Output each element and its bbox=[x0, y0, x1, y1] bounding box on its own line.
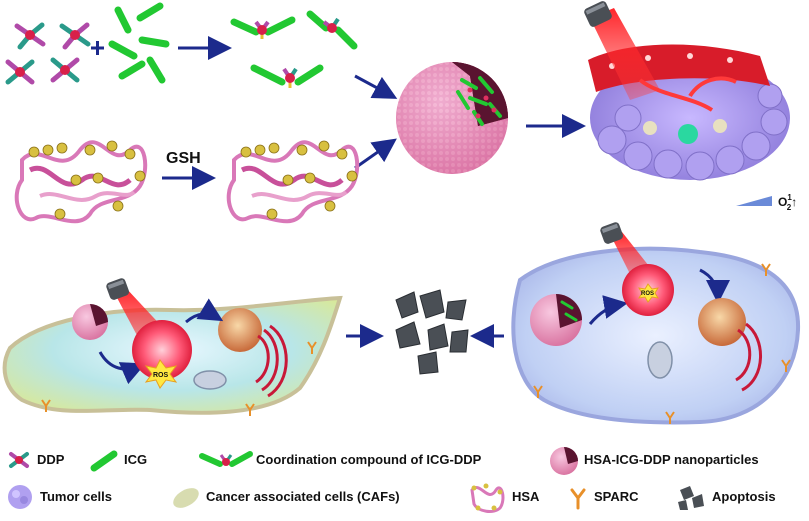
vesicle-glow-left bbox=[132, 320, 192, 380]
nanoparticle-entering-caf bbox=[72, 304, 108, 340]
laser-device-icon bbox=[584, 1, 612, 27]
legend-caf-icon bbox=[173, 488, 199, 508]
legend-coordination-icon bbox=[199, 451, 253, 467]
ddp-molecules bbox=[5, 22, 91, 85]
legend-icg-icon bbox=[90, 450, 118, 472]
legend-ddp-icon bbox=[9, 452, 29, 468]
tumor-nucleus bbox=[698, 298, 746, 346]
arrow-caf-uptake bbox=[98, 351, 146, 385]
legend-hsa-label: HSA bbox=[512, 489, 540, 504]
legend-sparc-label: SPARC bbox=[594, 489, 639, 504]
ros-label-right: ROS bbox=[641, 291, 654, 297]
arrow-top-to-nanoparticle bbox=[354, 74, 398, 99]
legend-sparc-icon bbox=[570, 488, 586, 510]
laser-top bbox=[584, 1, 660, 100]
legend-apoptosis-icon bbox=[678, 486, 704, 510]
arrow-to-nucleus-left bbox=[185, 298, 224, 324]
ros-label-left: ROS bbox=[153, 372, 169, 379]
legend-icg-label: ICG bbox=[124, 452, 148, 467]
ros-burst-icon bbox=[144, 359, 178, 389]
nanoparticle-entering-tumor bbox=[530, 294, 582, 346]
mitochondrion-right bbox=[647, 341, 673, 379]
hsa-protein-left bbox=[14, 140, 148, 224]
hsa-protein-right bbox=[226, 140, 360, 224]
ros-burst-icon bbox=[638, 283, 659, 303]
legend-cafs-label: Cancer associated cells (CAFs) bbox=[206, 489, 400, 504]
arrow-tumor-uptake bbox=[588, 295, 628, 325]
hsa-icg-ddp-nanoparticle bbox=[396, 62, 508, 174]
ddp-molecule-icon bbox=[59, 22, 91, 50]
sparc-receptors-left bbox=[41, 341, 317, 416]
gsh-label: GSH bbox=[166, 150, 201, 167]
coordination-compounds bbox=[230, 10, 358, 88]
coordination-compound-icon bbox=[306, 10, 358, 50]
tumor-cell: ROS bbox=[511, 222, 801, 425]
sparc-receptors-right bbox=[533, 263, 791, 424]
coordination-compound-icon bbox=[250, 64, 324, 88]
coordination-compound-icon bbox=[230, 16, 296, 39]
arrow-to-nucleus-right bbox=[699, 268, 730, 304]
arrow-bottom-to-nanoparticle bbox=[354, 138, 397, 170]
laser-device-icon bbox=[106, 278, 130, 300]
legend-nanoparticles-label: HSA-ICG-DDP nanoparticles bbox=[584, 452, 759, 467]
legend-coordination-label: Coordination compound of ICG-DDP bbox=[256, 452, 482, 467]
icg-molecules bbox=[108, 2, 170, 84]
plus-icon bbox=[91, 41, 104, 55]
legend-nanoparticle-icon bbox=[550, 447, 578, 475]
legend-tumor-cells-label: Tumor cells bbox=[40, 489, 113, 504]
legend-icons bbox=[8, 447, 704, 513]
mitochondrion-left bbox=[193, 370, 227, 390]
legend-apoptosis-label: Apoptosis bbox=[712, 489, 776, 504]
caf-cell: ROS bbox=[2, 278, 343, 416]
oxygen-gradient-icon bbox=[736, 196, 772, 206]
legend-ddp-label: DDP bbox=[37, 452, 65, 467]
legend-tumor-cell-icon bbox=[8, 485, 32, 509]
ddp-molecule-icon bbox=[14, 22, 46, 50]
caf-nucleus bbox=[218, 308, 262, 352]
apoptosis-fragments bbox=[395, 289, 469, 375]
ddp-molecule-icon bbox=[5, 59, 35, 85]
legend-hsa-icon bbox=[470, 483, 505, 513]
laser-device-icon bbox=[600, 222, 624, 244]
ddp-molecule-icon bbox=[50, 57, 80, 83]
